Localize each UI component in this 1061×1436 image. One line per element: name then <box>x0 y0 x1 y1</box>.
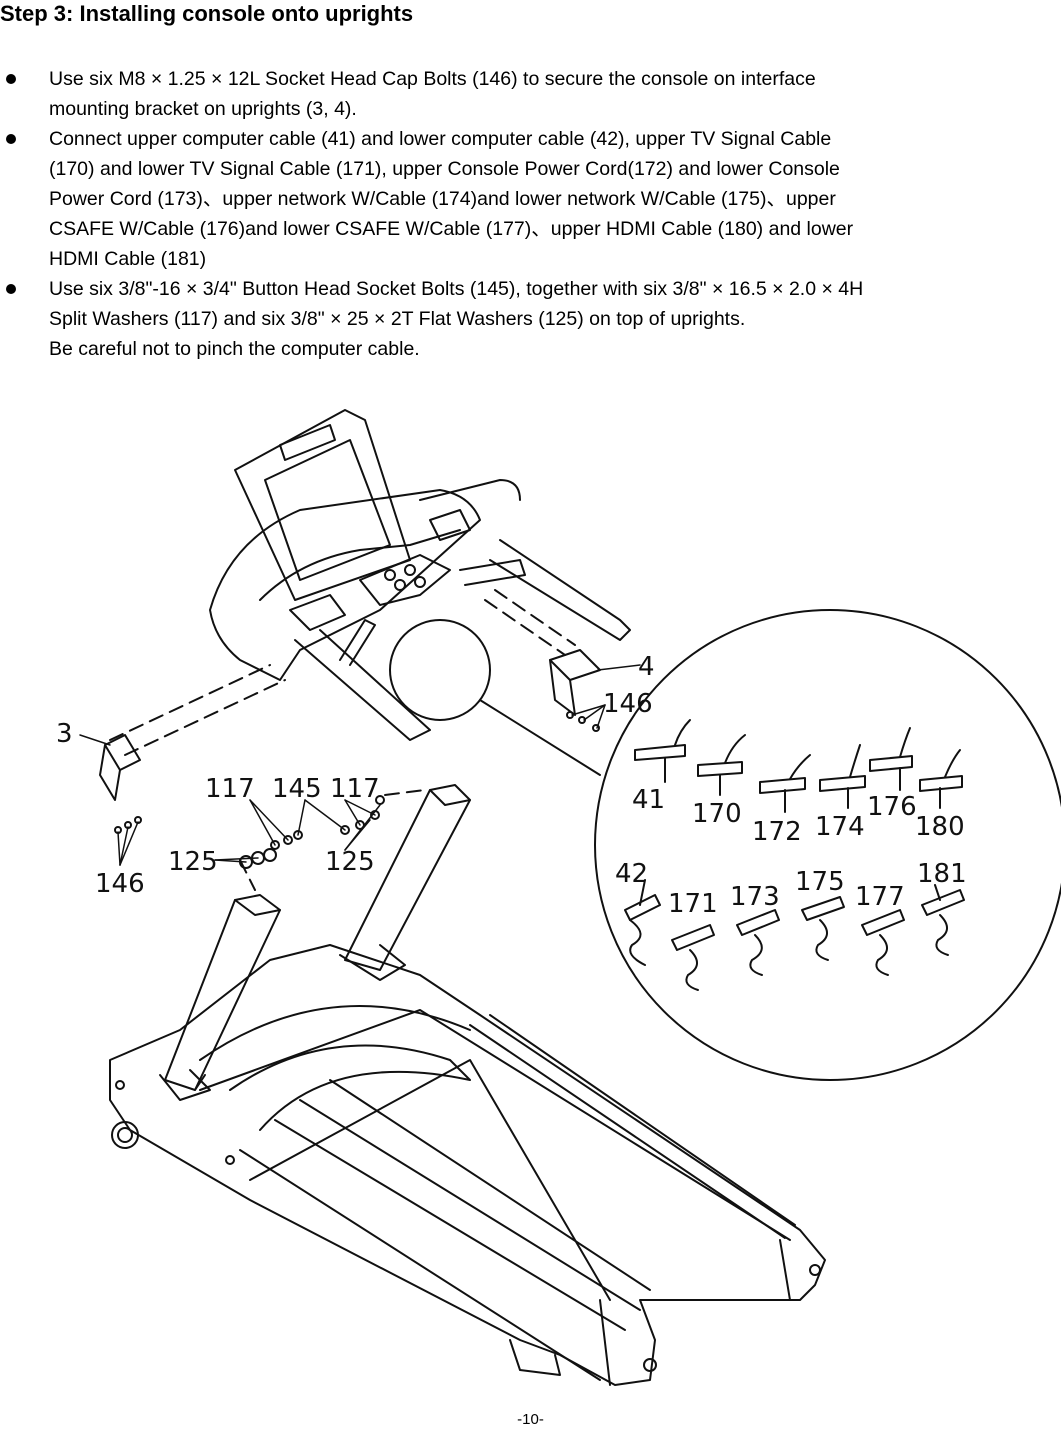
callout-label-split-washer-left: 117 <box>205 774 255 804</box>
cable-label: 170 <box>692 799 742 829</box>
callout-label-upright-left: 3 <box>56 719 73 749</box>
upper-connectors-drawing <box>634 719 963 813</box>
instruction-line: Power Cord (173)、upper network W/Cable (… <box>49 188 836 210</box>
instruction-line: HDMI Cable (181) <box>49 248 207 270</box>
cable-label: 172 <box>752 817 802 847</box>
instruction-line: CSAFE W/Cable (176)and lower CSAFE W/Cab… <box>49 218 854 240</box>
instruction-line: Be careful not to pinch the computer cab… <box>49 338 420 360</box>
cable-label: 175 <box>795 867 845 897</box>
cable-label: 171 <box>668 889 718 919</box>
treadmill-base-drawing <box>109 944 826 1386</box>
cable-label: 176 <box>867 792 917 822</box>
callout-leaders <box>79 664 641 866</box>
lower-connectors-drawing <box>624 879 965 991</box>
callout-label-flat-washer-left: 125 <box>168 847 218 877</box>
cable-label: 177 <box>855 882 905 912</box>
callout-label-split-washer-right: 117 <box>330 774 380 804</box>
instruction-line: Use six 3/8"-16 × 3/4" Button Head Socke… <box>49 278 864 300</box>
instruction-line: Connect upper computer cable (41) and lo… <box>49 128 832 150</box>
callout-label-bolts-left: 146 <box>95 869 145 899</box>
instruction-line: Use six M8 × 1.25 × 12L Socket Head Cap … <box>49 68 816 90</box>
instruction-bullet-2: Connect upper computer cable (41) and lo… <box>0 124 1061 274</box>
page-title: Step 3: Installing console onto uprights <box>0 1 414 26</box>
cable-label: 174 <box>815 812 865 842</box>
callout-label-flat-washer-right: 125 <box>325 847 375 877</box>
cable-label: 180 <box>915 812 965 842</box>
cable-detail-circle <box>594 609 1061 1081</box>
cable-label: 181 <box>917 859 967 889</box>
instruction-line: mounting bracket on uprights (3, 4). <box>49 98 357 120</box>
instruction-bullet-1: Use six M8 × 1.25 × 12L Socket Head Cap … <box>0 64 1061 124</box>
bullet-dot-icon <box>6 284 16 294</box>
cable-label: 42 <box>615 859 648 889</box>
bullet-dot-icon <box>6 134 16 144</box>
assembly-diagram: 4 146 3 146 117 145 117 125 125 41 170 1… <box>56 409 1061 1386</box>
cable-label: 173 <box>730 882 780 912</box>
page-number: -10- <box>517 1411 544 1428</box>
cable-label: 41 <box>632 785 665 815</box>
callout-label-button-bolts: 145 <box>272 774 322 804</box>
detail-leader-line <box>479 699 601 776</box>
instruction-list: Use six M8 × 1.25 × 12L Socket Head Cap … <box>0 64 1061 364</box>
alignment-lines <box>109 589 576 891</box>
detail-source-circle <box>389 619 491 721</box>
upright-posts-drawing <box>159 784 471 1101</box>
instruction-line: (170) and lower TV Signal Cable (171), u… <box>49 158 840 180</box>
callout-label-bolts-right: 146 <box>603 689 653 719</box>
instruction-bullet-3: Use six 3/8"-16 × 3/4" Button Head Socke… <box>0 274 1061 364</box>
callout-label-upright-right: 4 <box>638 652 655 682</box>
console-drawing <box>209 409 631 741</box>
bullet-dot-icon <box>6 74 16 84</box>
instruction-line: Split Washers (117) and six 3/8" × 25 × … <box>49 308 746 330</box>
